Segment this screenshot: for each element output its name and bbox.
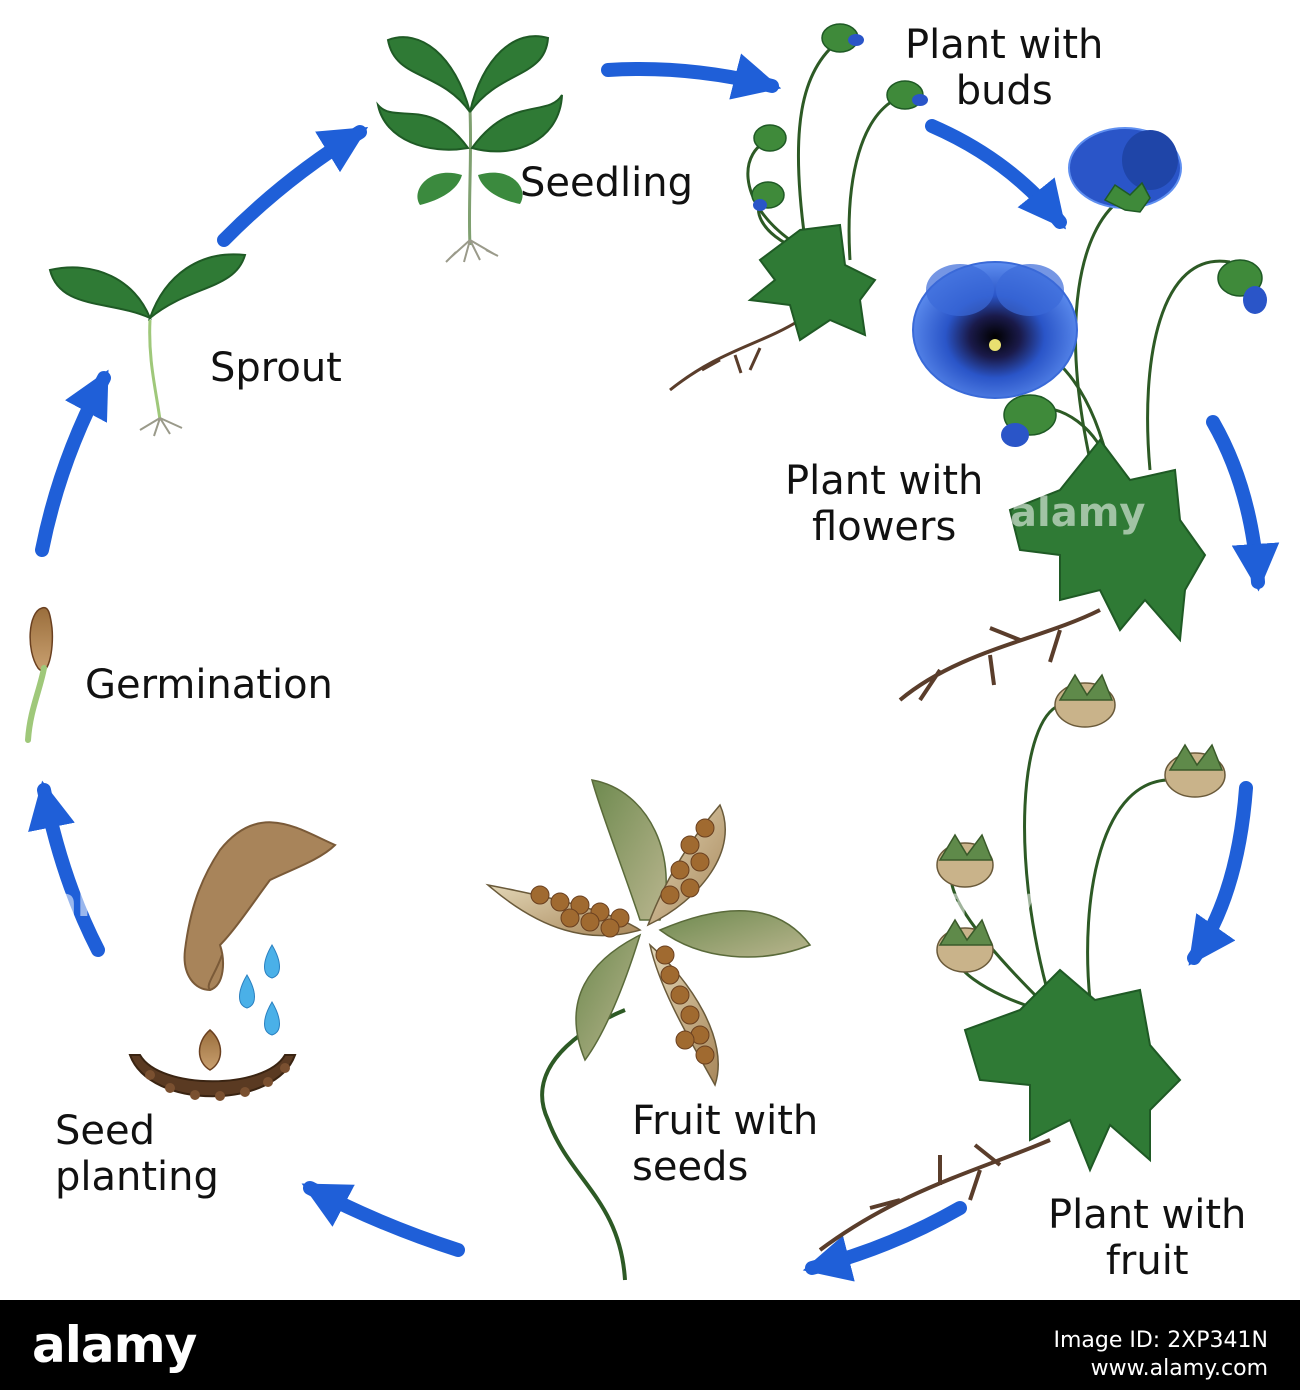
label-line-text: Seed	[55, 1108, 155, 1154]
watermark: alamy	[50, 880, 186, 926]
seedling-icon	[376, 35, 563, 263]
arrow-germination-to-sprout	[35, 369, 111, 557]
life-cycle-artwork	[25, 23, 1280, 1282]
arrow-flowers-to-fruit	[1206, 415, 1280, 592]
sprout-icon	[48, 253, 247, 437]
pansy-flower-top	[1068, 127, 1182, 209]
pansy-flower-large	[912, 261, 1078, 399]
cycle-arrows	[28, 53, 1280, 1282]
label-line-text: planting	[55, 1154, 219, 1200]
label-line-text: Plant with	[1048, 1192, 1247, 1238]
arrow-sprout-to-seedling	[217, 125, 369, 247]
label-line-text: buds	[955, 68, 1053, 114]
label-line-text: Plant with	[905, 22, 1104, 68]
label-line-text: Plant with	[785, 458, 984, 504]
watermark: alamy	[900, 880, 1036, 926]
arrow-seeds-to-planting	[301, 1181, 465, 1257]
water-drops	[239, 944, 280, 1036]
image-id: Image ID: 2XP341N	[1053, 1328, 1268, 1353]
arrow-fruit-to-seeds	[802, 1201, 967, 1282]
label-line-text: seeds	[632, 1144, 749, 1190]
alamy-logo: alamy	[32, 1316, 197, 1374]
label-sprout: Sprout	[210, 345, 342, 391]
footer-url: www.alamy.com	[1090, 1356, 1268, 1381]
fruiting-plant-icon	[818, 673, 1226, 1252]
arrow-planting-to-germination	[28, 780, 105, 957]
arrow-buds-to-flowers	[925, 119, 1067, 230]
stock-footer-bar: alamy Image ID: 2XP341N www.alamy.com	[0, 1300, 1300, 1390]
label-line-text: flowers	[812, 504, 957, 550]
seeds-in-pod	[530, 818, 715, 1065]
label-line-text: fruit	[1105, 1238, 1189, 1284]
arrow-fruit-down	[1187, 781, 1253, 966]
label-line-text: Fruit with	[632, 1098, 819, 1144]
arrow-seedling-to-buds	[601, 53, 782, 100]
label-seedling: Seedling	[520, 160, 693, 206]
germinating-seed-icon	[25, 606, 54, 743]
flowering-plant-icon	[898, 127, 1267, 702]
budding-plant-icon	[669, 23, 928, 392]
watermark: alamy	[1010, 490, 1146, 536]
hand-planting-seed-icon	[128, 821, 337, 1101]
seed-pod-icon	[485, 779, 812, 1281]
label-germination: Germination	[85, 662, 333, 708]
